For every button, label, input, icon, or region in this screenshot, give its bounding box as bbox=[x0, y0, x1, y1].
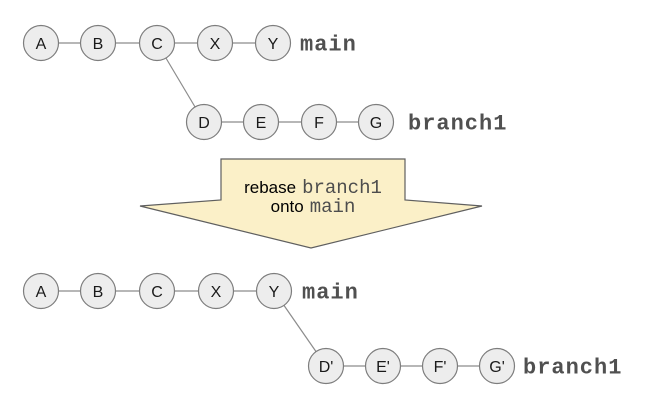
commit-node-y: Y bbox=[254, 24, 292, 62]
before-graph: A B C X Y main D bbox=[22, 24, 507, 141]
before-main-branch-label: main bbox=[300, 33, 357, 58]
commit-letter: E' bbox=[376, 359, 390, 376]
commit-node-e-prime: E' bbox=[364, 347, 402, 385]
arrow-action-word: rebase bbox=[244, 178, 296, 197]
commit-letter: E bbox=[256, 115, 267, 132]
commit-circle bbox=[357, 103, 395, 141]
rebase-arrow: rebase branch1 onto main bbox=[139, 158, 483, 249]
commit-circle bbox=[79, 24, 117, 62]
commit-circle bbox=[254, 24, 292, 62]
commit-letter: A bbox=[36, 36, 47, 53]
after-branch1-label: branch1 bbox=[523, 356, 622, 381]
commit-circle bbox=[138, 24, 176, 62]
arrow-caption-line1: rebase branch1 bbox=[244, 177, 382, 199]
commit-node-d-prime: D' bbox=[307, 347, 345, 385]
commit-circle bbox=[22, 272, 60, 310]
commit-letter: A bbox=[36, 284, 47, 301]
after-graph: A B C X Y main D' bbox=[22, 272, 622, 385]
commit-letter: C bbox=[151, 284, 163, 301]
commit-circle bbox=[242, 103, 280, 141]
commit-circle bbox=[307, 347, 345, 385]
commit-circle bbox=[364, 347, 402, 385]
commit-letter: F bbox=[314, 115, 324, 132]
commit-node-x: X bbox=[196, 24, 234, 62]
commit-letter: C bbox=[151, 36, 163, 53]
commit-circle bbox=[255, 272, 293, 310]
commit-node-a2: A bbox=[22, 272, 60, 310]
commit-circle bbox=[197, 272, 235, 310]
commit-node-c2: C bbox=[138, 272, 176, 310]
commit-circle bbox=[300, 103, 338, 141]
commit-circle bbox=[478, 347, 516, 385]
commit-letter: D bbox=[198, 115, 210, 132]
commit-node-g-prime: G' bbox=[478, 347, 516, 385]
down-arrow-shape bbox=[139, 158, 483, 249]
commit-node-y2: Y bbox=[255, 272, 293, 310]
commit-node-c: C bbox=[138, 24, 176, 62]
arrow-code-word: branch1 bbox=[302, 177, 382, 199]
commit-letter: X bbox=[210, 36, 221, 53]
commit-node-d: D bbox=[185, 103, 223, 141]
commit-letter: G' bbox=[489, 359, 505, 376]
commit-circle bbox=[22, 24, 60, 62]
commit-circle bbox=[79, 272, 117, 310]
commit-letter: F' bbox=[434, 359, 447, 376]
commit-node-b2: B bbox=[79, 272, 117, 310]
commit-circle bbox=[185, 103, 223, 141]
commit-node-b: B bbox=[79, 24, 117, 62]
arrow-code-word: main bbox=[310, 196, 356, 218]
commit-letter: B bbox=[93, 284, 104, 301]
commit-letter: D' bbox=[319, 359, 334, 376]
arrow-action-word: onto bbox=[271, 197, 304, 216]
commit-circle bbox=[421, 347, 459, 385]
after-main-branch-label: main bbox=[302, 281, 359, 306]
arrow-caption-line2: onto main bbox=[271, 196, 356, 218]
commit-letter: Y bbox=[269, 284, 280, 301]
commit-letter: B bbox=[93, 36, 104, 53]
commit-letter: G bbox=[370, 115, 382, 132]
commit-circle bbox=[196, 24, 234, 62]
commit-circle bbox=[138, 272, 176, 310]
before-branch1-label: branch1 bbox=[408, 112, 507, 137]
commit-node-e: E bbox=[242, 103, 280, 141]
commit-letter: X bbox=[211, 284, 222, 301]
commit-node-f-prime: F' bbox=[421, 347, 459, 385]
commit-letter: Y bbox=[268, 36, 279, 53]
commit-node-a: A bbox=[22, 24, 60, 62]
commit-node-x2: X bbox=[197, 272, 235, 310]
commit-node-g: G bbox=[357, 103, 395, 141]
commit-node-f: F bbox=[300, 103, 338, 141]
